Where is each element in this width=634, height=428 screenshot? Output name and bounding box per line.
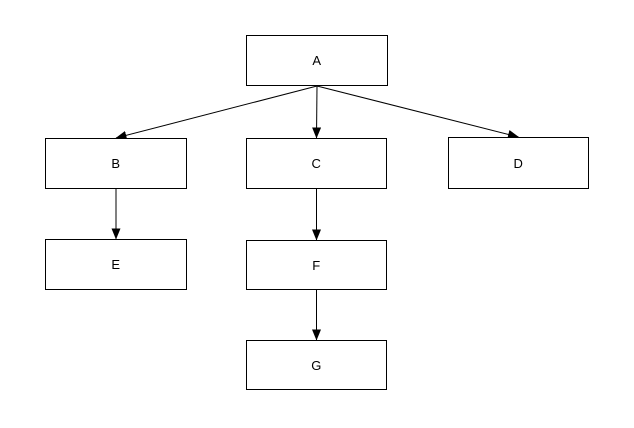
edge-a-to-d (316, 85, 519, 139)
node-label: D (513, 155, 524, 171)
node-label: B (111, 156, 121, 171)
node-c: C (246, 138, 387, 189)
node-label: C (311, 156, 322, 171)
node-a: A (246, 35, 388, 86)
node-b: B (45, 138, 187, 189)
node-label: G (311, 357, 322, 373)
edge-a-to-b (115, 85, 318, 140)
node-label: E (111, 257, 121, 272)
node-e: E (45, 239, 187, 290)
node-g: G (246, 340, 387, 390)
node-d: D (448, 137, 589, 189)
node-f: F (246, 240, 387, 290)
node-label: A (312, 53, 322, 68)
edge-a-to-c (312, 85, 322, 139)
node-label: F (312, 257, 321, 273)
edge-group (111, 85, 519, 341)
